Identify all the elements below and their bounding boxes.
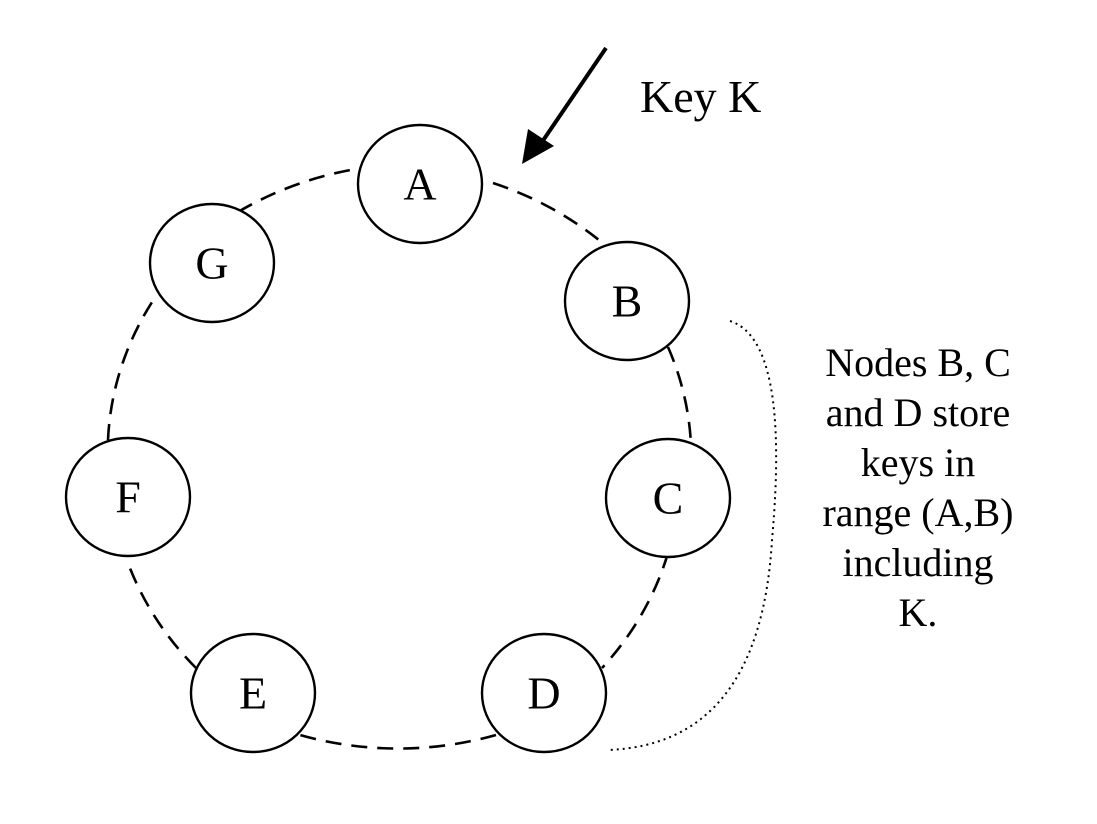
node-g: G — [148, 202, 276, 324]
node-a-label: A — [403, 159, 436, 210]
node-e: E — [189, 632, 317, 754]
key-k-label: Key K — [640, 71, 761, 122]
replication-note: Nodes B, C and D store keys in range (A,… — [822, 340, 1013, 635]
node-b-circle — [563, 240, 691, 362]
node-a: A — [356, 123, 484, 245]
ring-arc-f-g — [106, 295, 158, 441]
node-f: F — [64, 436, 192, 558]
note-line-4: range (A,B) — [822, 490, 1013, 535]
key-arrowhead — [522, 129, 554, 164]
node-g-circle — [148, 202, 276, 324]
note-line-2: and D store — [826, 390, 1010, 435]
node-c-circle — [604, 437, 732, 559]
ring-arc-c-d — [601, 552, 670, 669]
note-line-3: keys in — [861, 440, 975, 485]
node-c-label: C — [653, 473, 684, 524]
node-b-label: B — [612, 276, 643, 327]
node-b: B — [563, 240, 691, 362]
note-line-5: including — [842, 540, 993, 585]
key-arrow — [522, 46, 608, 164]
node-d-label: D — [527, 668, 560, 719]
replica-range-bracket — [606, 320, 778, 751]
note-line-6: K. — [899, 590, 938, 635]
ring-arc-g-a — [237, 166, 363, 214]
node-c: C — [604, 437, 732, 559]
node-e-circle — [189, 632, 317, 754]
node-f-label: F — [115, 472, 141, 523]
note-line-1: Nodes B, C — [825, 340, 1011, 385]
ring-arc-a-b — [492, 181, 606, 246]
node-a-circle — [356, 123, 484, 245]
node-e-label: E — [239, 668, 267, 719]
ring-arc-e-f — [126, 562, 197, 669]
node-d: D — [480, 632, 608, 754]
ring-arc-d-e — [299, 733, 497, 750]
node-f-circle — [64, 436, 192, 558]
ring — [106, 166, 693, 750]
node-d-circle — [480, 632, 608, 754]
ring-arc-b-c — [666, 346, 693, 446]
key-arrow-line — [540, 46, 608, 144]
node-g-label: G — [195, 238, 228, 289]
